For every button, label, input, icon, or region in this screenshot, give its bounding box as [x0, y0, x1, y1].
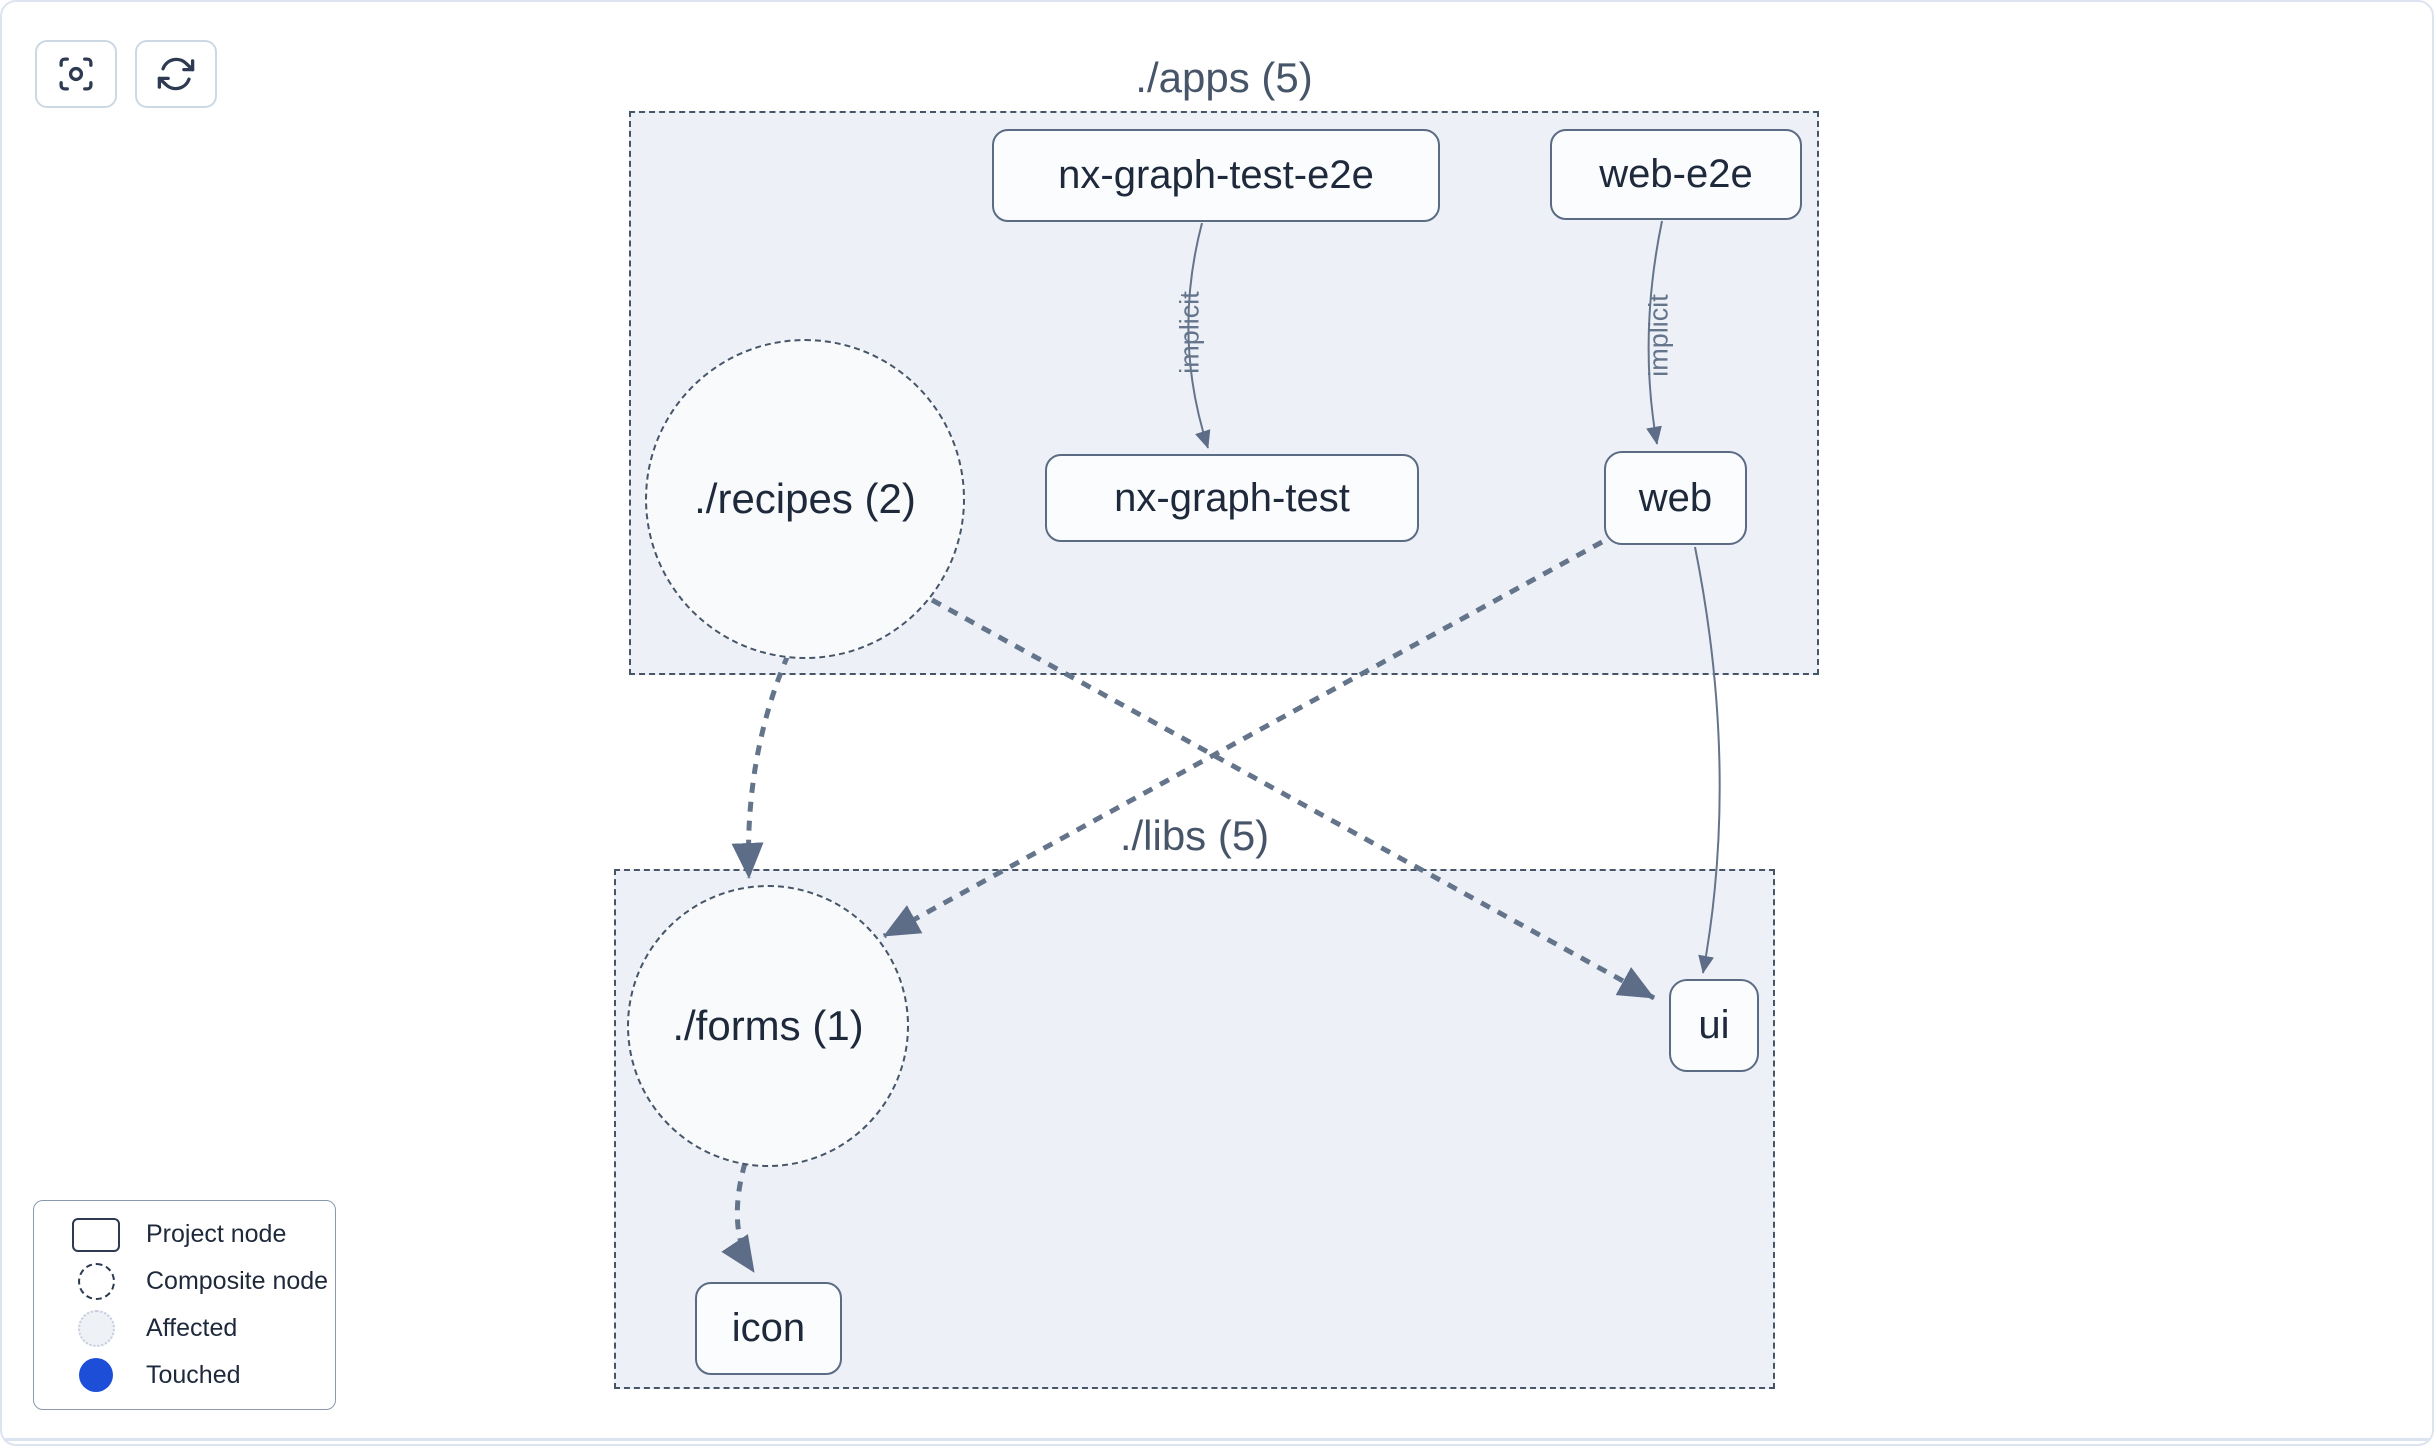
- node-ui[interactable]: ui: [1669, 979, 1759, 1072]
- composite-node-forms[interactable]: ./forms (1): [627, 885, 909, 1167]
- legend-item-affected: Affected: [34, 1310, 335, 1348]
- toolbar: [35, 40, 217, 108]
- edge-label-implicit-2: implicit: [1643, 294, 1674, 377]
- legend: Project node Composite node Affected Tou…: [33, 1200, 336, 1410]
- node-web-e2e[interactable]: web-e2e: [1550, 129, 1802, 220]
- refresh-button[interactable]: [135, 40, 217, 108]
- legend-item-composite-node: Composite node: [34, 1262, 335, 1300]
- node-nx-graph-test[interactable]: nx-graph-test: [1045, 454, 1419, 542]
- group-libs-title: ./libs (5): [1119, 812, 1270, 859]
- node-nx-graph-test-e2e[interactable]: nx-graph-test-e2e: [992, 129, 1440, 222]
- legend-label: Affected: [146, 1314, 238, 1343]
- touched-swatch-icon: [72, 1358, 120, 1393]
- page-bottom-border: [2, 1438, 2432, 1441]
- node-icon[interactable]: icon: [695, 1282, 842, 1375]
- group-apps-title: ./apps (5): [1135, 54, 1313, 101]
- legend-label: Touched: [146, 1360, 241, 1389]
- focus-crosshair-icon: [55, 53, 97, 95]
- affected-swatch-icon: [72, 1310, 120, 1348]
- composite-node-recipes[interactable]: ./recipes (2): [645, 339, 965, 659]
- refresh-icon: [155, 53, 197, 95]
- legend-item-project-node: Project node: [34, 1217, 335, 1252]
- legend-label: Project node: [146, 1220, 287, 1249]
- edge-label-implicit-1: implicit: [1174, 291, 1205, 374]
- project-node-swatch-icon: [72, 1217, 120, 1252]
- composite-node-swatch-icon: [72, 1262, 120, 1300]
- node-web[interactable]: web: [1604, 451, 1747, 545]
- focus-button[interactable]: [35, 40, 117, 108]
- legend-label: Composite node: [146, 1266, 329, 1295]
- legend-item-touched: Touched: [34, 1358, 335, 1393]
